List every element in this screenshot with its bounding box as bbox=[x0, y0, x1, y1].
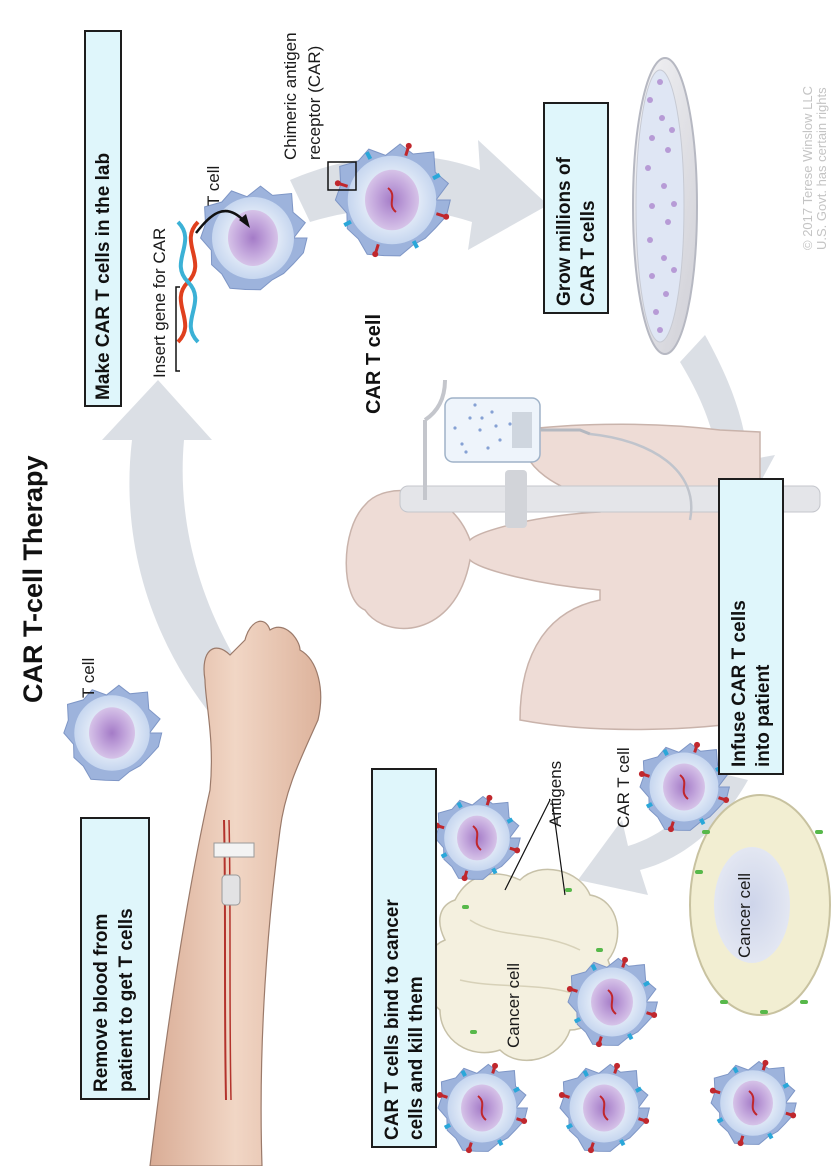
step-bind-line1: CAR T cells bind to cancer bbox=[381, 899, 404, 1140]
car-t-cell-attached-4 bbox=[559, 1063, 650, 1153]
step-remove-blood: Remove blood from patient to get T cells bbox=[80, 817, 150, 1100]
label-antigens: Antigens bbox=[546, 761, 566, 827]
step-grow-line2: CAR T cells bbox=[577, 200, 600, 306]
step-infuse-line1: Infuse CAR T cells bbox=[728, 600, 751, 767]
car-t-cell-free-2 bbox=[710, 1060, 796, 1146]
car-t-cell-attached-2 bbox=[437, 1063, 528, 1153]
label-car-t-cell-bottom: CAR T cell bbox=[614, 747, 634, 828]
petri-dish bbox=[633, 58, 697, 354]
step-make-car-t: Make CAR T cells in the lab bbox=[84, 30, 122, 407]
label-car-line2: receptor (CAR) bbox=[305, 46, 325, 160]
step-make-label: Make CAR T cells in the lab bbox=[92, 153, 115, 400]
copyright-line2: U.S. Govt. has certain rights bbox=[815, 87, 829, 250]
step-grow: Grow millions of CAR T cells bbox=[543, 102, 609, 314]
step-bind-line2: cells and kill them bbox=[405, 976, 428, 1140]
label-cancer-cell-left: Cancer cell bbox=[504, 963, 524, 1048]
car-t-cell-attached-1 bbox=[434, 795, 520, 881]
car-t-cell-lab bbox=[335, 143, 450, 257]
diagram-title: CAR T-cell Therapy bbox=[18, 455, 49, 703]
step-bind-kill: CAR T cells bind to cancer cells and kil… bbox=[371, 768, 437, 1148]
patient-arm bbox=[150, 621, 321, 1166]
cancer-cell-oval bbox=[690, 795, 830, 1015]
label-car-t-cell-lab: CAR T cell bbox=[363, 314, 386, 414]
patient-silhouette bbox=[346, 424, 760, 729]
step-remove-line2: patient to get T cells bbox=[115, 908, 138, 1092]
step-infuse: Infuse CAR T cells into patient bbox=[718, 478, 784, 775]
copyright-line1: © 2017 Terese Winslow LLC bbox=[801, 86, 815, 250]
step-remove-line1: Remove blood from bbox=[90, 914, 113, 1092]
dna-helix-icon bbox=[178, 222, 198, 342]
t-cell-arm bbox=[64, 685, 162, 780]
step-infuse-line2: into patient bbox=[752, 665, 775, 767]
label-t-cell-arm: T cell bbox=[79, 658, 99, 698]
step-grow-line1: Grow millions of bbox=[553, 157, 576, 306]
label-cancer-cell-right: Cancer cell bbox=[735, 873, 755, 958]
label-t-cell-lab: T cell bbox=[204, 166, 224, 206]
label-car-line1: Chimeric antigen bbox=[281, 32, 301, 160]
label-insert-gene: Insert gene for CAR bbox=[150, 228, 170, 378]
